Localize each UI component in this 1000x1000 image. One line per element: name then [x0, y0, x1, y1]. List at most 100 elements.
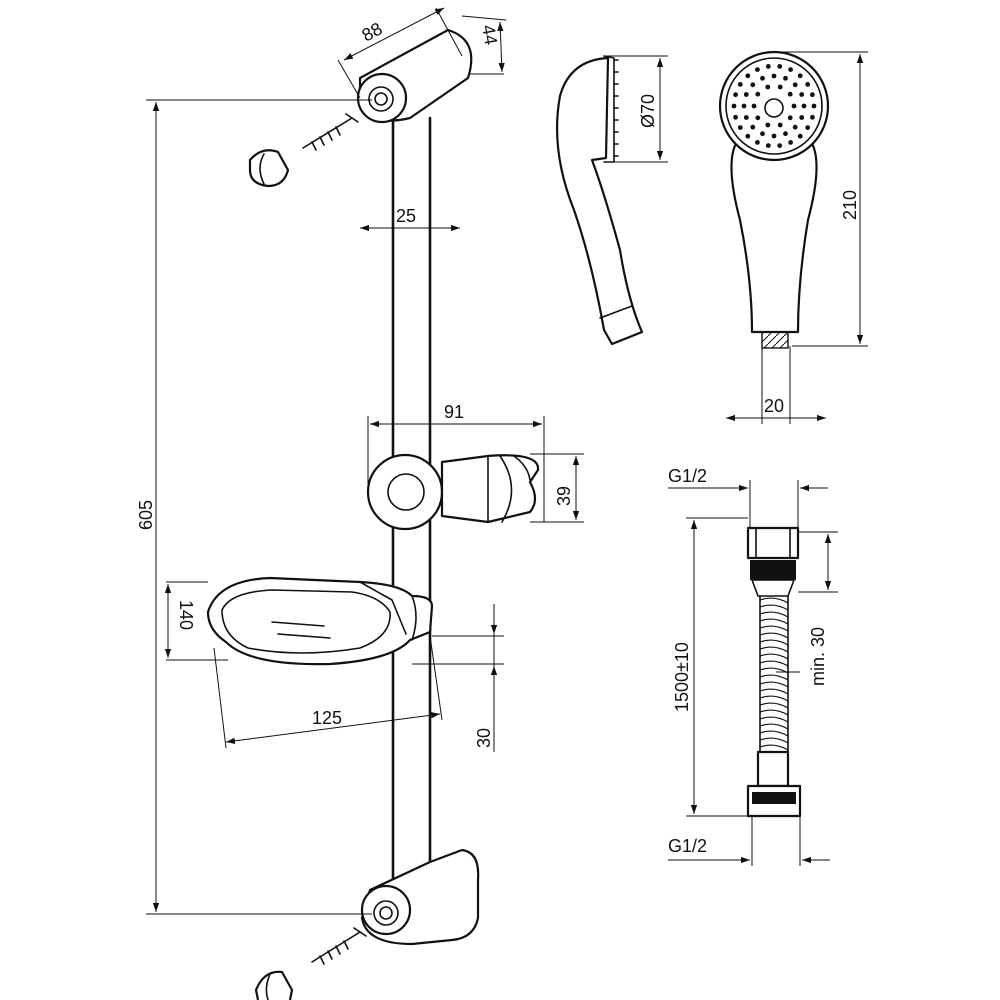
hose-rib	[759, 723, 789, 730]
hose-ribs	[759, 597, 789, 751]
nozzle-dot	[765, 143, 771, 149]
nozzle-dot	[777, 64, 783, 69]
shower-hose	[746, 526, 802, 818]
dim-hose-thread-top: G1/2	[668, 466, 707, 486]
top-wall-plug-icon	[248, 149, 290, 188]
hose-rib	[759, 674, 789, 681]
shower-head-holder	[366, 453, 540, 531]
dim-handshower-length: 210	[840, 190, 860, 220]
nozzle-dot	[755, 115, 761, 121]
dim-soap-dish-width: 125	[312, 708, 342, 728]
nozzle-dot	[741, 103, 747, 109]
nozzle-dot	[755, 140, 760, 145]
nozzle-dot	[805, 82, 811, 87]
nozzle-dot	[755, 67, 760, 72]
nozzle-dot	[755, 91, 761, 97]
nozzle-dot	[810, 114, 815, 120]
spray-nozzles	[731, 64, 817, 149]
nozzle-dot	[771, 133, 777, 139]
hand-shower-front-view	[718, 50, 830, 349]
nozzle-dot	[777, 143, 783, 149]
bottom-screw-icon	[311, 927, 367, 965]
nozzle-dot	[797, 73, 803, 79]
dim-total-height: 605	[136, 500, 156, 530]
hand-shower-side-view	[555, 55, 644, 346]
dim-soap-dish-depth: 140	[176, 600, 196, 630]
dim-holder-height: 39	[554, 486, 574, 506]
dim-soap-dish-offset: 30	[474, 728, 494, 748]
nozzle-dot	[783, 131, 788, 137]
dim-hose-min-engagement: min. 30	[808, 627, 828, 686]
nozzle-dot	[765, 64, 771, 69]
shower-rail-assembly	[206, 28, 540, 1000]
nozzle-dot	[783, 75, 788, 81]
nozzle-dot	[791, 103, 797, 109]
nozzle-dot	[765, 122, 771, 128]
hose-rib	[759, 716, 789, 723]
nozzle-dot	[751, 103, 757, 109]
dim-rail-diameter: 25	[396, 206, 416, 226]
hose-rib	[759, 660, 789, 667]
dim-head-diameter: Ø70	[638, 94, 658, 128]
hose-rib	[759, 695, 789, 702]
hose-rib	[759, 646, 789, 653]
nozzle-dot	[799, 115, 805, 120]
hose-rib	[759, 604, 789, 611]
bottom-wall-bracket	[360, 848, 480, 946]
nozzle-dot	[810, 92, 815, 98]
hose-rib	[759, 625, 789, 632]
nozzle-dot	[750, 124, 756, 130]
nozzle-dot	[765, 84, 771, 90]
dim-bracket-length: 88	[358, 18, 385, 45]
nozzle-dot	[801, 103, 807, 109]
hose-rib	[759, 737, 789, 744]
dimension-lines	[146, 7, 868, 915]
handshower-thread-front	[761, 331, 789, 349]
hose-rib	[759, 702, 789, 709]
dim-holder-width: 91	[444, 402, 464, 422]
nozzle-dot	[745, 73, 751, 79]
nozzle-dot	[743, 92, 749, 97]
hose-rib	[759, 688, 789, 695]
soap-dish	[206, 576, 434, 666]
hose-rib	[759, 730, 789, 737]
dim-hose-length: 1500±10	[672, 642, 692, 712]
nozzle-dot	[799, 92, 805, 97]
nozzle-dot	[737, 125, 743, 130]
hose-rib	[759, 632, 789, 639]
dim-neck-width: 20	[764, 396, 784, 416]
nozzle-dot	[805, 125, 811, 130]
hose-rib	[759, 618, 789, 625]
nozzle-dot	[792, 124, 798, 130]
dim-bracket-depth: 44	[478, 23, 501, 46]
nozzle-dot	[792, 82, 798, 88]
hose-rib	[759, 744, 789, 751]
top-screw-icon	[302, 113, 359, 151]
nozzle-dot	[788, 140, 793, 145]
nozzle-dot	[743, 115, 749, 120]
nozzle-dot	[777, 84, 783, 90]
nozzle-dot	[737, 82, 743, 87]
nozzle-dot	[771, 73, 777, 79]
nozzle-dot	[733, 92, 738, 98]
nozzle-dot	[731, 103, 737, 109]
hose-rib	[759, 639, 789, 646]
nozzle-dot	[745, 133, 751, 139]
nozzle-dot	[733, 114, 738, 120]
nozzle-dot	[811, 103, 817, 109]
hose-rib	[759, 597, 789, 604]
nozzle-dot	[777, 122, 783, 128]
nozzle-dot	[760, 131, 765, 137]
dim-hose-thread-bottom: G1/2	[668, 836, 707, 856]
nozzle-dot	[760, 75, 765, 81]
nozzle-dot	[750, 82, 756, 88]
hose-top-thread	[750, 560, 796, 580]
nozzle-dot	[787, 115, 793, 121]
bottom-wall-plug-icon	[254, 970, 294, 1000]
hose-rib	[759, 709, 789, 716]
nozzle-dot	[797, 133, 803, 139]
hose-rib	[759, 653, 789, 660]
nozzle-dot	[787, 91, 793, 97]
hose-bottom-ferrule	[756, 750, 790, 788]
